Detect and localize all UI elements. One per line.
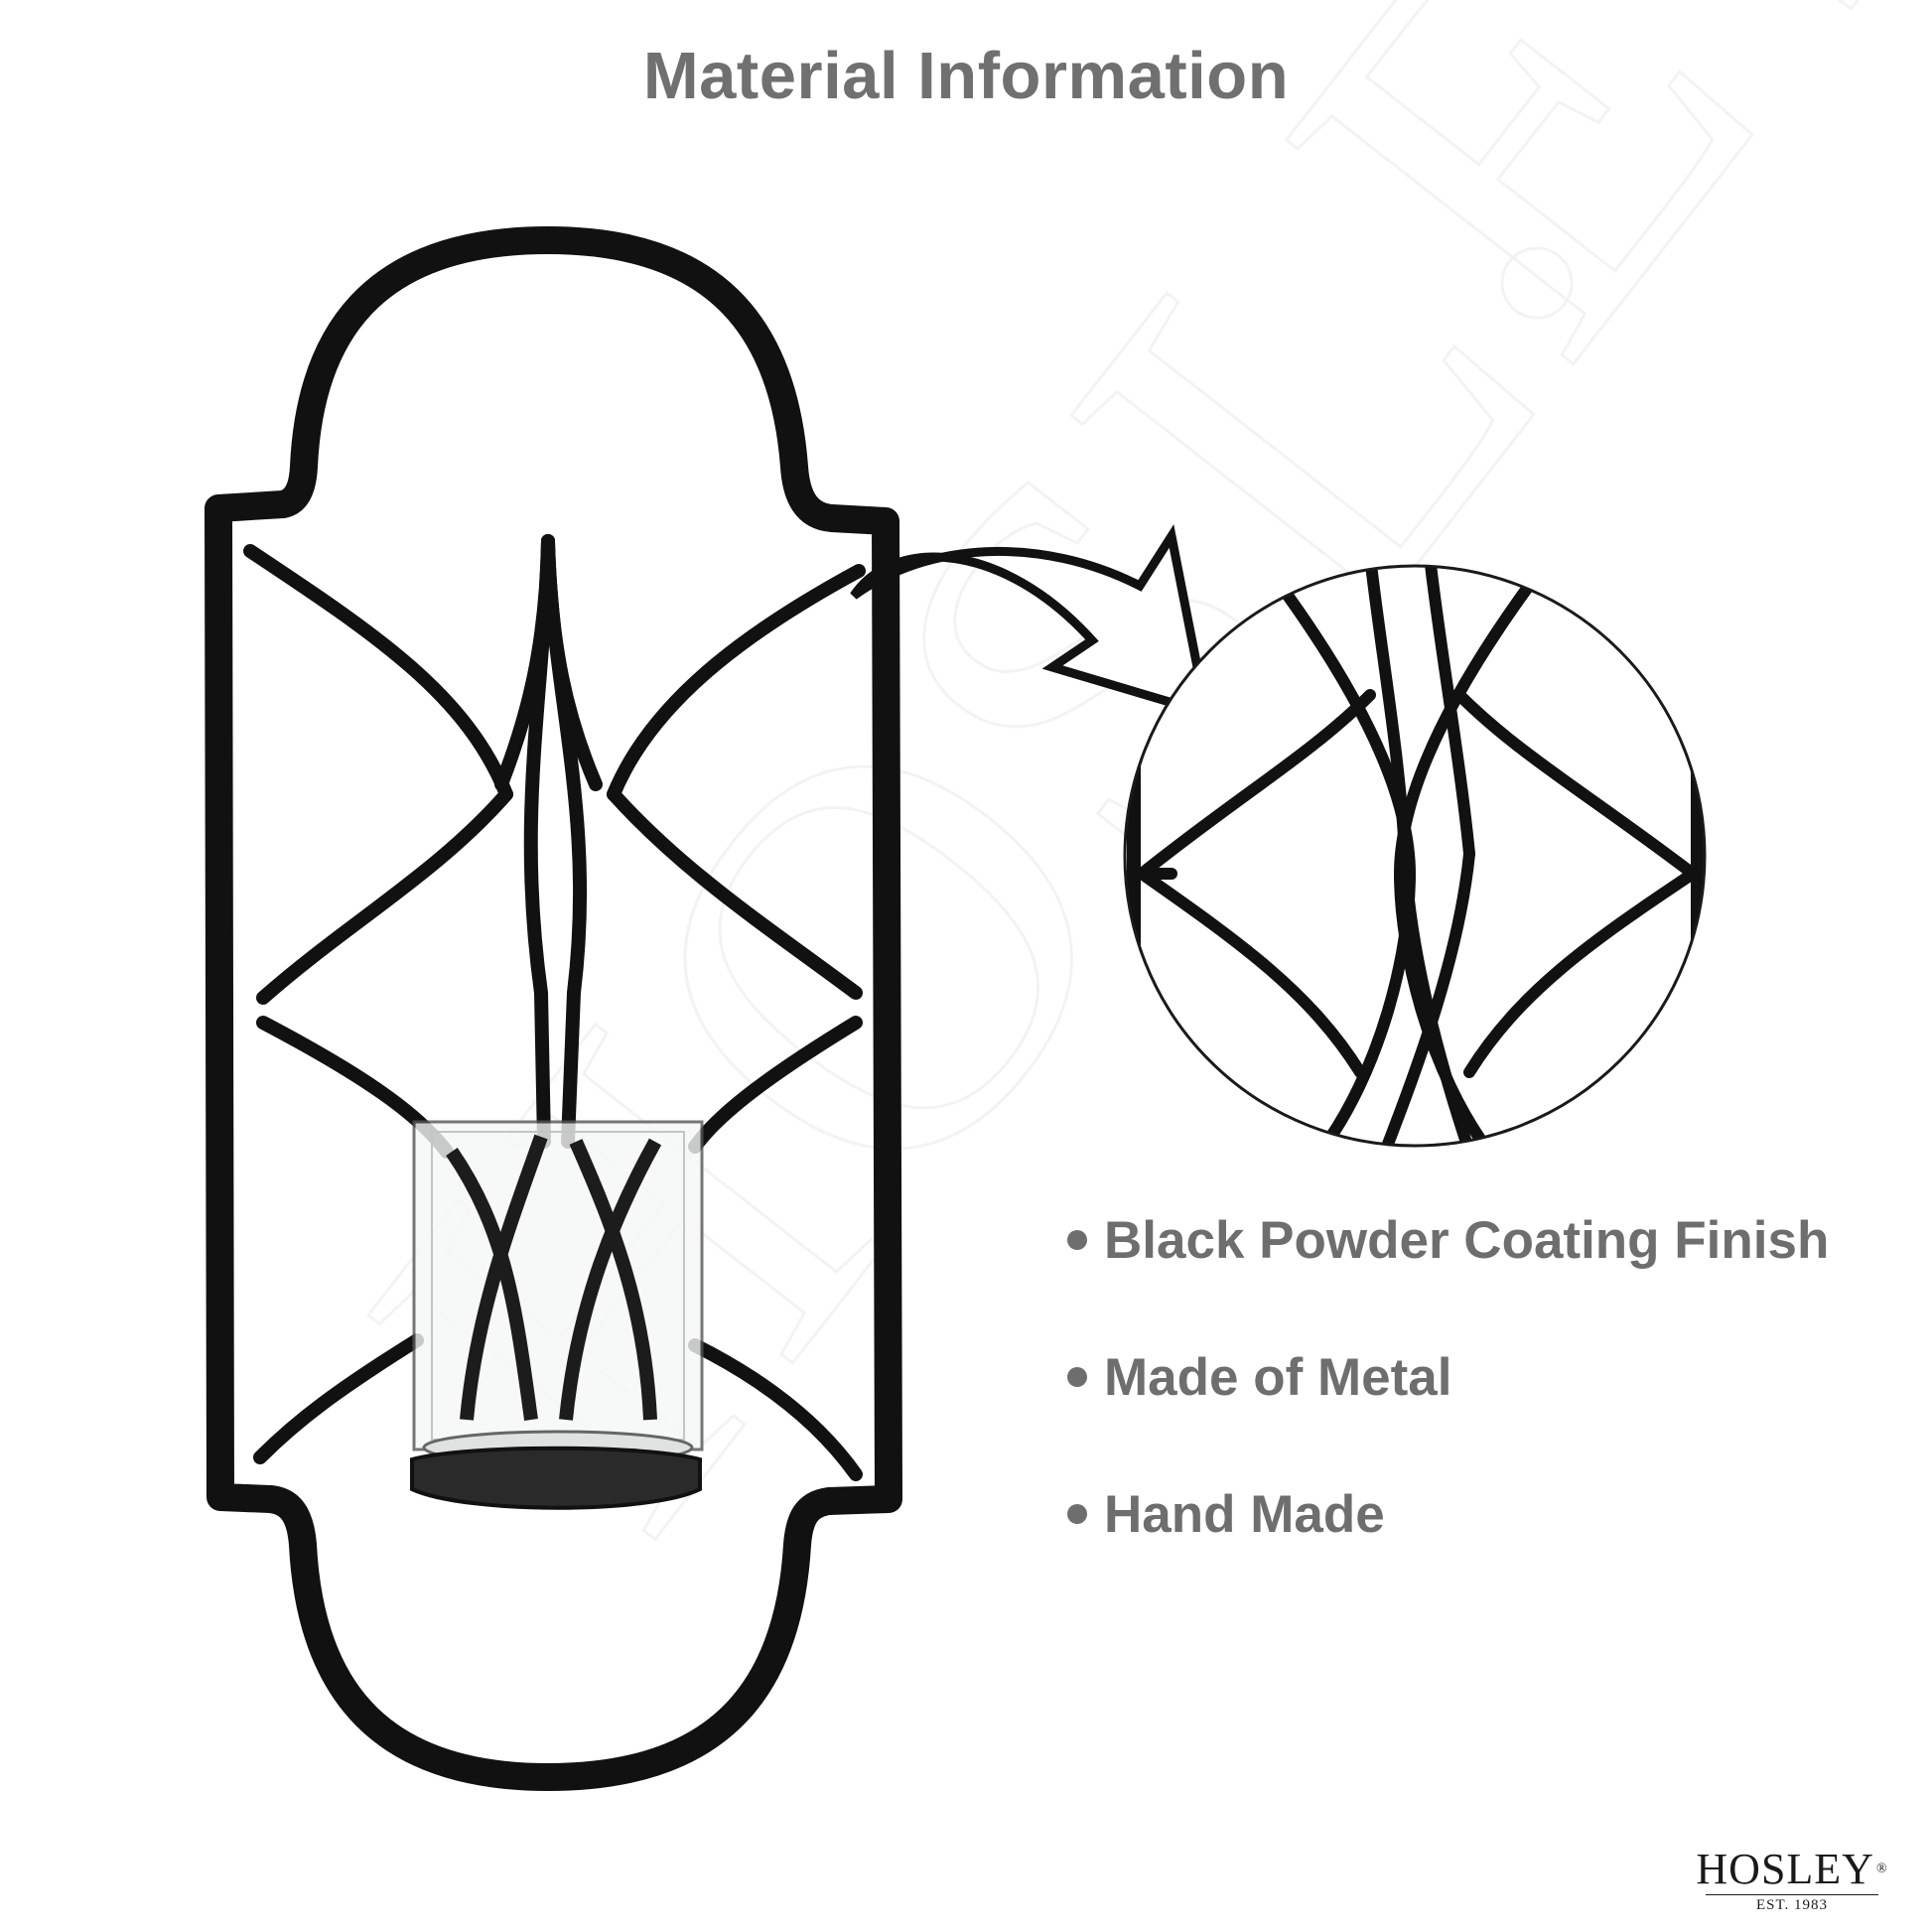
brand-logo: HOSLEY® EST. 1983 xyxy=(1688,1847,1896,1914)
registered-mark: ® xyxy=(1875,1862,1888,1876)
page-title: Material Information xyxy=(642,39,1290,113)
votive-holder xyxy=(410,1120,704,1510)
bullet-dot-icon xyxy=(1067,1504,1087,1524)
feature-list: Black Powder Coating Finish Made of Meta… xyxy=(1067,1172,1829,1583)
feature-item: Hand Made xyxy=(1067,1446,1829,1583)
bullet-dot-icon xyxy=(1067,1230,1087,1250)
bullet-dot-icon xyxy=(1067,1367,1087,1387)
brand-established: EST. 1983 xyxy=(1755,1897,1829,1913)
brand-name-text: HOSLEY xyxy=(1696,1845,1874,1893)
feature-label: Hand Made xyxy=(1104,1484,1385,1544)
brand-divider xyxy=(1706,1894,1878,1895)
brand-name: HOSLEY® xyxy=(1688,1847,1896,1892)
feature-item: Black Powder Coating Finish xyxy=(1067,1172,1829,1309)
feature-label: Made of Metal xyxy=(1104,1347,1452,1407)
feature-label: Black Powder Coating Finish xyxy=(1104,1210,1830,1270)
feature-item: Made of Metal xyxy=(1067,1309,1829,1446)
